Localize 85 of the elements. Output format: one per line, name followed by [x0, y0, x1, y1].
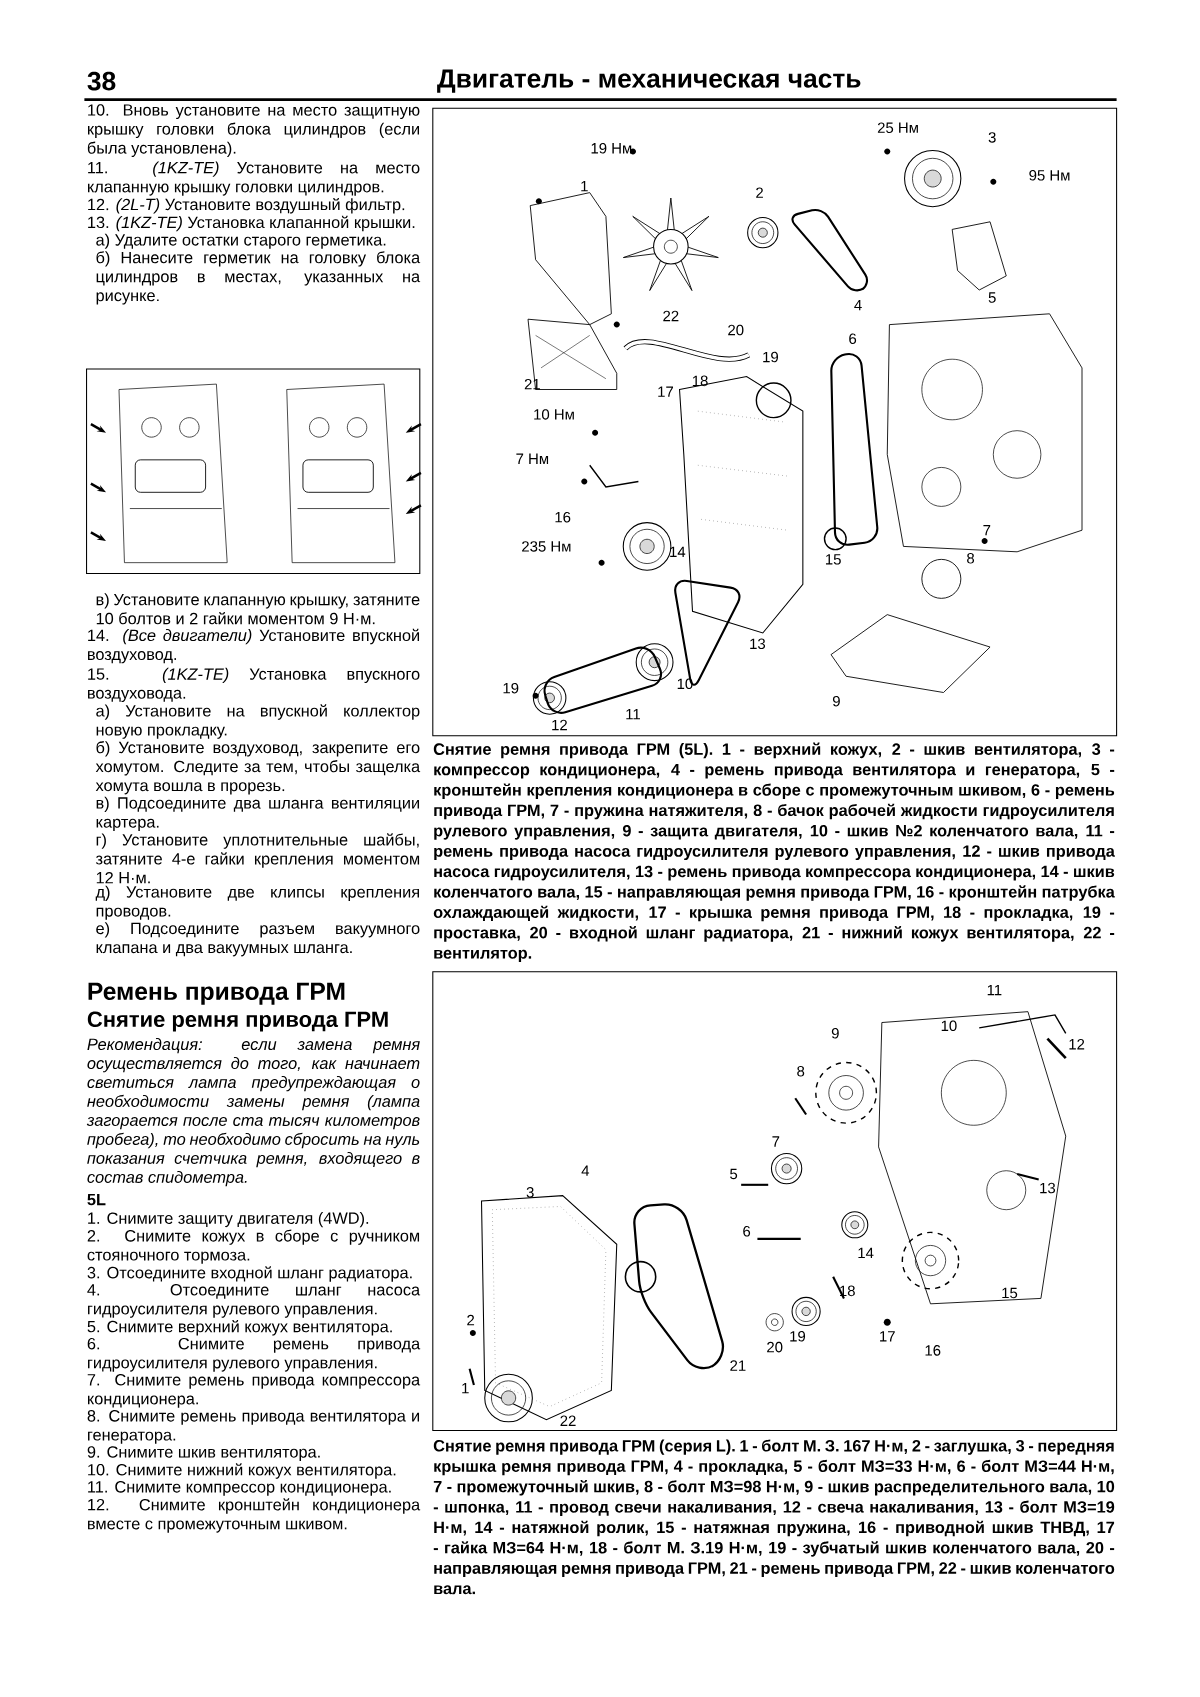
callout-number: 13 — [1040, 1182, 1056, 1194]
figure-caption: Снятие ремня привода ГРМ (5L). 1 - верхний кожух, 2 - шкив вентилятора, 3 - компрессор кондиционера, 4 - ремень привода вентилятора и генератора, 5 - кронштейн крепления кондиционера в сборе с промежуточным шкивом, 6 - ремень привода ГРМ, 7 - пружина натяжителя, 8 - бачок рабочей жидкости гидроусилителя рулевого управления, 9 - защита двигателя, 10 - шкив №2 коленчатого вала, 11 - ремень привода насоса гидроусилителя рулевого управления, 12 - шкив привода насоса гидроусилителя, 13 - ремень привода компрессора кондиционера, 14 - шкив коленчатого вала, 15 - направляющая ремня привода ГРМ, 16 - кронштейн патрубка охлаждающей жидкости, 17 - крышка ремня привода ГРМ, 18 - прокладка, 19 - проставка, 20 - входной шланг радиатора, 21 - нижний кожух вентилятора, 22 - вентилятор. — [433, 742, 1115, 962]
instruction-text: в) Установите клапанную крышку, затяните 10 болтов и 2 гайки моментом 9 Н·м. — [96, 593, 420, 625]
callout-number: 4 — [581, 1165, 590, 1176]
instruction-text: 5. Снимите верхний кожух вентилятора. — [87, 1320, 392, 1336]
callout-number: 3 — [526, 1187, 534, 1198]
callout-number: 15 — [1002, 1287, 1018, 1299]
callout-number: 18 — [840, 1285, 855, 1297]
instruction-text: 12. Снимите кронштейн кондиционера вместе с промежуточным шкивом. — [88, 1498, 421, 1533]
subsection-heading: Снятие ремня привода ГРМ — [87, 1011, 388, 1032]
page-number: 38 — [87, 71, 116, 91]
instruction-text: а) Установите на впускной коллектор новую прокладку. — [96, 704, 420, 739]
callout-number: 19 — [790, 1331, 806, 1342]
callout-number: 20 — [728, 324, 744, 336]
callout-number: 6 — [849, 333, 857, 344]
callout-number: 17 — [658, 386, 673, 397]
callout-number: 22 — [560, 1415, 576, 1426]
engine-heading: 5L — [87, 1193, 106, 1206]
instruction-text: 8. Снимите ремень привода вентилятора и генератора. — [87, 1410, 419, 1444]
callout-number: 95 Нм — [1029, 170, 1070, 181]
callout-number: 19 — [503, 682, 519, 694]
callout-number: 11 — [626, 708, 640, 720]
callout-number: 7 — [772, 1136, 780, 1147]
callout-number: 7 — [983, 525, 991, 536]
callout-number: 21 — [730, 1360, 746, 1371]
callout-number: 7 Нм — [516, 453, 549, 464]
callout-number: 6 — [743, 1226, 751, 1237]
callout-number: 14 — [670, 546, 686, 557]
instruction-text: 14. (Все двигатели) Установите впускной воздуховод. — [88, 628, 419, 664]
callout-number: 16 — [555, 511, 571, 523]
instruction-text: 15. (1KZ-TE) Установка впускного воздуховода. — [88, 667, 420, 702]
note-text: Рекомендация: если замена ремня осуществляется до того, как начинает светиться лампа предупреждающая о необходимости замены ремня (лампа загорается после ста тысяч километров пробега), то необходимо сбросить на нуль показания счетчика ремня, входящего в состав спидометра. — [86, 1038, 420, 1187]
callout-number: 25 Нм — [877, 122, 918, 133]
figure-caption: Снятие ремня привода ГРМ (серия L). 1 - болт М. З. 167 Н·м, 2 - заглушка, 3 - передняя крышка ремня привода ГРМ, 4 - прокладка, 5 - болт МЗ=33 Н·м, 6 - болт МЗ=44 Н·м, 7 - промежуточный шкив, 8 - болт МЗ=98 Н·м, 9 - шкив распределительного вала, 10 - шпонка, 11 - провод свечи накаливания, 12 - свеча накаливания, 13 - болт МЗ=19 Н·м, 14 - натяжной ролик, 15 - натяжная пружина, 16 - приводной шкив ТНВД, 17 - гайка МЗ=64 Н·м, 18 - болт М. З.19 Н·м, 19 - зубчатый шкив коленчатого вала, 20 - направляющая ремня привода ГРМ, 21 - ремень привода ГРМ, 22 - шкив коленчатого вала. — [433, 1439, 1115, 1595]
instruction-text: е) Подсоедините разъем вакуумного клапана и два вакуумных шланга. — [96, 922, 420, 957]
callout-number: 10 Нм — [534, 409, 574, 420]
callout-number: 4 — [854, 299, 862, 311]
callout-number: 12 — [1069, 1038, 1085, 1050]
instruction-text: д) Установите две клипсы крепления проводов. — [95, 885, 419, 920]
callout-number: 9 — [831, 1028, 839, 1039]
instruction-text: 10. Вновь установите на место защитную крышку головки блока цилиндров (если была установлена). — [87, 104, 420, 157]
instruction-text: 12. (2L-T) Установите воздушный фильтр. — [88, 198, 405, 214]
instruction-text: 3. Отсоедините входной шланг радиатора. — [87, 1266, 412, 1282]
instruction-text: 10. Снимите нижний кожух вентилятора. — [88, 1463, 396, 1479]
callout-number: 2 — [756, 187, 763, 198]
callout-number: 3 — [988, 132, 996, 143]
instruction-text: 6. Снимите ремень привода гидроусилителя рулевого управления. — [87, 1337, 421, 1372]
instruction-text: б) Установите воздуховод, закрепите его хомутом. Следите за тем, чтобы защелка хомута вошла в прорезь. — [95, 741, 421, 795]
callout-number: 2 — [467, 1314, 475, 1326]
instruction-text: 7. Снимите ремень привода компрессора кондиционера. — [87, 1373, 421, 1408]
instruction-text: 13. (1KZ-TE) Установка клапанной крышки. — [88, 215, 415, 232]
instruction-text: 11. Снимите компрессор кондиционера. — [88, 1481, 391, 1496]
callout-number: 20 — [767, 1341, 783, 1353]
callout-number: 11 — [987, 984, 1002, 996]
instruction-text: в) Подсоедините два шланга вентиляции картера. — [96, 796, 419, 831]
instruction-text: 11. (1KZ-TE) Установите на место клапанную крышку головки цилиндров. — [88, 161, 420, 196]
callout-number: 15 — [826, 554, 841, 565]
callout-number: 22 — [663, 310, 679, 322]
instruction-text: а) Удалите остатки старого герметика. — [96, 233, 386, 249]
callout-number: 12 — [552, 719, 567, 731]
callout-number: 1 — [581, 180, 588, 192]
instruction-text: 9. Снимите шкив вентилятора. — [87, 1446, 320, 1461]
callout-number: 21 — [524, 378, 540, 390]
instruction-text: 4. Отсоедините шланг насоса гидроусилителя рулевого управления. — [87, 1283, 421, 1318]
section-heading: Ремень привода ГРМ — [88, 982, 345, 1005]
callout-number: 5 — [730, 1168, 738, 1180]
callout-number: 18 — [692, 375, 708, 387]
instruction-text: б) Нанесите герметик на головку блока цилиндров в местах, указанных на рисунке. — [96, 251, 421, 305]
callout-number: 8 — [797, 1065, 805, 1077]
callout-number: 1 — [462, 1383, 469, 1394]
callout-number: 235 Нм — [522, 541, 571, 552]
callout-number: 8 — [967, 553, 975, 564]
callout-number: 5 — [988, 292, 996, 303]
instruction-text: 1. Снимите защиту двигателя (4WD). — [88, 1211, 369, 1228]
instruction-text: 2. Снимите кожух в сборе с ручником стояночного тормоза. — [87, 1229, 420, 1264]
callout-number: 9 — [832, 695, 840, 707]
callout-number: 13 — [750, 638, 766, 650]
callout-number: 17 — [880, 1331, 895, 1342]
callout-number: 19 Нм — [591, 143, 632, 154]
page-title: Двигатель - механическая часть — [437, 69, 861, 93]
instruction-text: г) Установите уплотнительные шайбы, затяните 4-е гайки крепления моментом 12 Н·м. — [95, 833, 420, 884]
callout-number: 16 — [925, 1345, 941, 1356]
callout-number: 10 — [941, 1020, 957, 1032]
callout-number: 19 — [763, 351, 778, 363]
callout-number: 14 — [858, 1247, 874, 1259]
